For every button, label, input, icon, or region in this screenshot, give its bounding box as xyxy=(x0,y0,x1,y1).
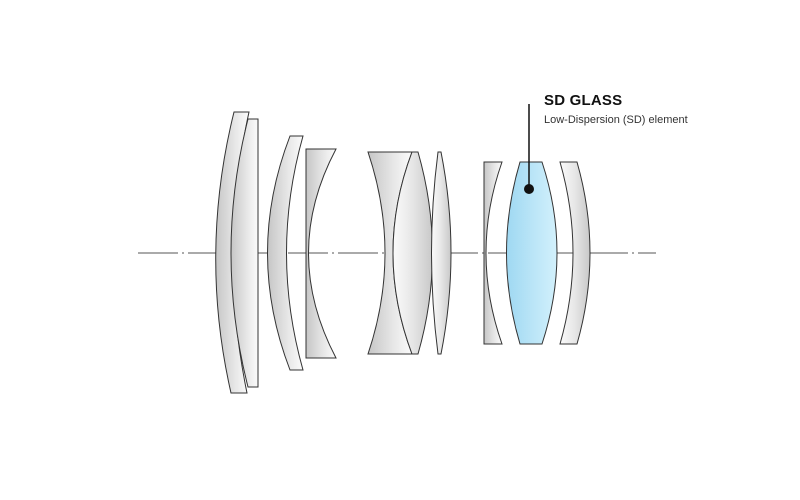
lens-element-3 xyxy=(267,135,304,371)
sd-glass-element xyxy=(506,161,558,345)
lens-element-6 xyxy=(392,151,433,355)
lens-element-4 xyxy=(305,148,337,359)
lens-element-2 xyxy=(230,118,259,388)
callout-marker-dot xyxy=(524,184,534,194)
lens-element-8 xyxy=(483,161,503,345)
sd-glass-subtitle: Low-Dispersion (SD) element xyxy=(544,114,688,126)
lens-element-10 xyxy=(559,161,591,345)
sd-glass-title: SD GLASS xyxy=(544,92,623,109)
lens-element-7 xyxy=(431,151,452,355)
